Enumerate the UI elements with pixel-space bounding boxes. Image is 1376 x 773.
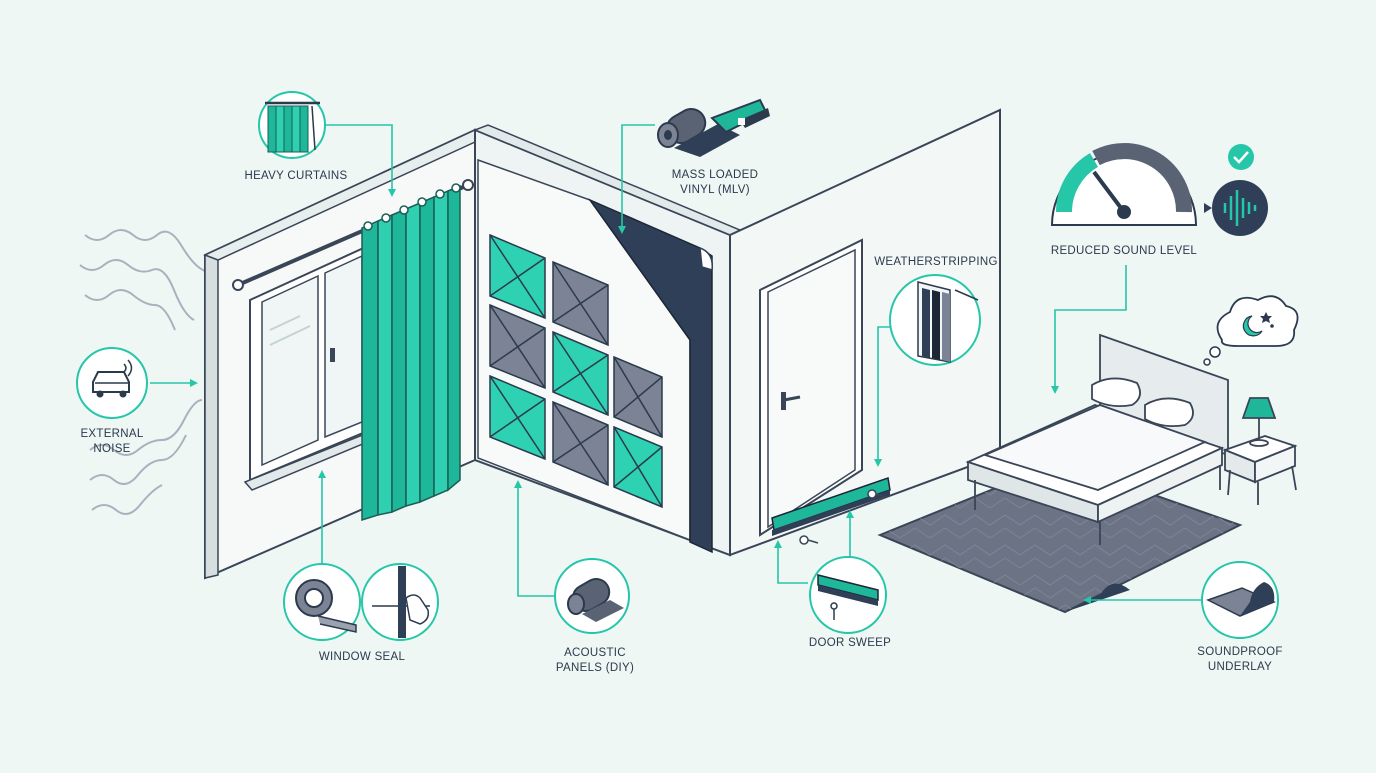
door-screws <box>799 489 887 545</box>
heavy-curtains <box>361 183 461 522</box>
door-sweep-label: DOOR SWEEP <box>808 637 892 649</box>
acoustic-panel <box>552 260 609 347</box>
car-icon <box>76 347 148 419</box>
sound-level-gauge-icon <box>1050 143 1198 226</box>
door-sweep-icon <box>809 556 887 634</box>
weatherstripping-label: WEATHERSTRIPPING <box>874 256 998 268</box>
mlv-sheet <box>587 198 713 554</box>
mlv-label-line2: VINYL (MLV) <box>680 184 750 196</box>
sound-wave-icon <box>1204 180 1268 236</box>
reduced-sound-label: REDUCED SOUND LEVEL <box>1050 245 1198 257</box>
acoustic-panel <box>613 425 663 509</box>
moon-stars-icon <box>1203 295 1299 366</box>
door <box>759 238 891 537</box>
check-icon <box>1228 144 1254 170</box>
underlay-label-line2: UNDERLAY <box>1207 661 1273 673</box>
acoustic-panel <box>552 330 609 417</box>
vinyl-roll-icon <box>657 108 740 157</box>
acoustic-panel <box>489 374 546 461</box>
acoustic-roll-icon <box>554 558 630 634</box>
curtain-icon <box>258 91 326 159</box>
nightstand <box>1222 397 1298 505</box>
underlay-label-line1: SOUNDPROOF <box>1197 646 1283 658</box>
connectors <box>150 124 1205 604</box>
external-noise-label-line1: EXTERNAL <box>80 428 144 440</box>
acoustic-panels-label-line1: ACOUSTIC <box>564 647 626 659</box>
acoustic-panel <box>489 233 546 320</box>
underlay-icon <box>1201 561 1279 639</box>
noise-waves <box>79 229 222 515</box>
acoustic-panels <box>489 233 663 509</box>
mlv-label-line1: MASS LOADED <box>671 169 759 181</box>
heavy-curtains-label: HEAVY CURTAINS <box>244 170 348 182</box>
external-noise-label-line2: NOISE <box>93 443 131 455</box>
seal-tape-icon <box>283 563 361 641</box>
window <box>243 243 384 491</box>
bed <box>965 333 1229 545</box>
acoustic-panel <box>552 400 609 487</box>
staple-gun-icon <box>710 98 770 134</box>
window-seal-label: WINDOW SEAL <box>318 651 406 663</box>
acoustic-panels-label-line2: PANELS (DIY) <box>555 662 635 674</box>
rug <box>877 460 1243 614</box>
acoustic-panel <box>613 355 663 439</box>
hand-apply-seal-icon <box>361 563 439 641</box>
weatherstrip-icon <box>889 274 981 366</box>
acoustic-panel <box>489 303 546 390</box>
